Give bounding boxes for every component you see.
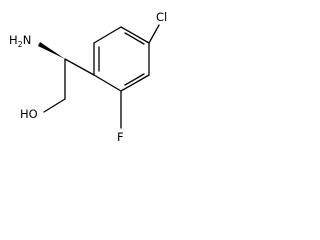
ring-bond-6 [93,74,122,92]
structure-diagram: H2N HO Cl F [9,10,167,144]
ring-bond-3 [120,26,150,44]
bond-chiral-ring [64,58,95,76]
hydroxyl-label: HO [20,107,38,121]
fluorine-label: F [117,130,124,144]
ring-bond-5 [120,74,150,92]
ring-bond-2 [93,26,122,44]
ring-double-2 [124,32,145,45]
amine-subscript: 2 [18,40,23,49]
chlorine-label: Cl [156,10,167,24]
amine-label: H2N [9,33,31,49]
bond-ring-cl [148,24,160,44]
amine-h: H [9,33,18,47]
ring-double-3 [124,73,145,86]
bond-ch2-oh [43,98,66,113]
amine-n: N [23,33,32,47]
stereo-wedge-bond [38,42,65,59]
